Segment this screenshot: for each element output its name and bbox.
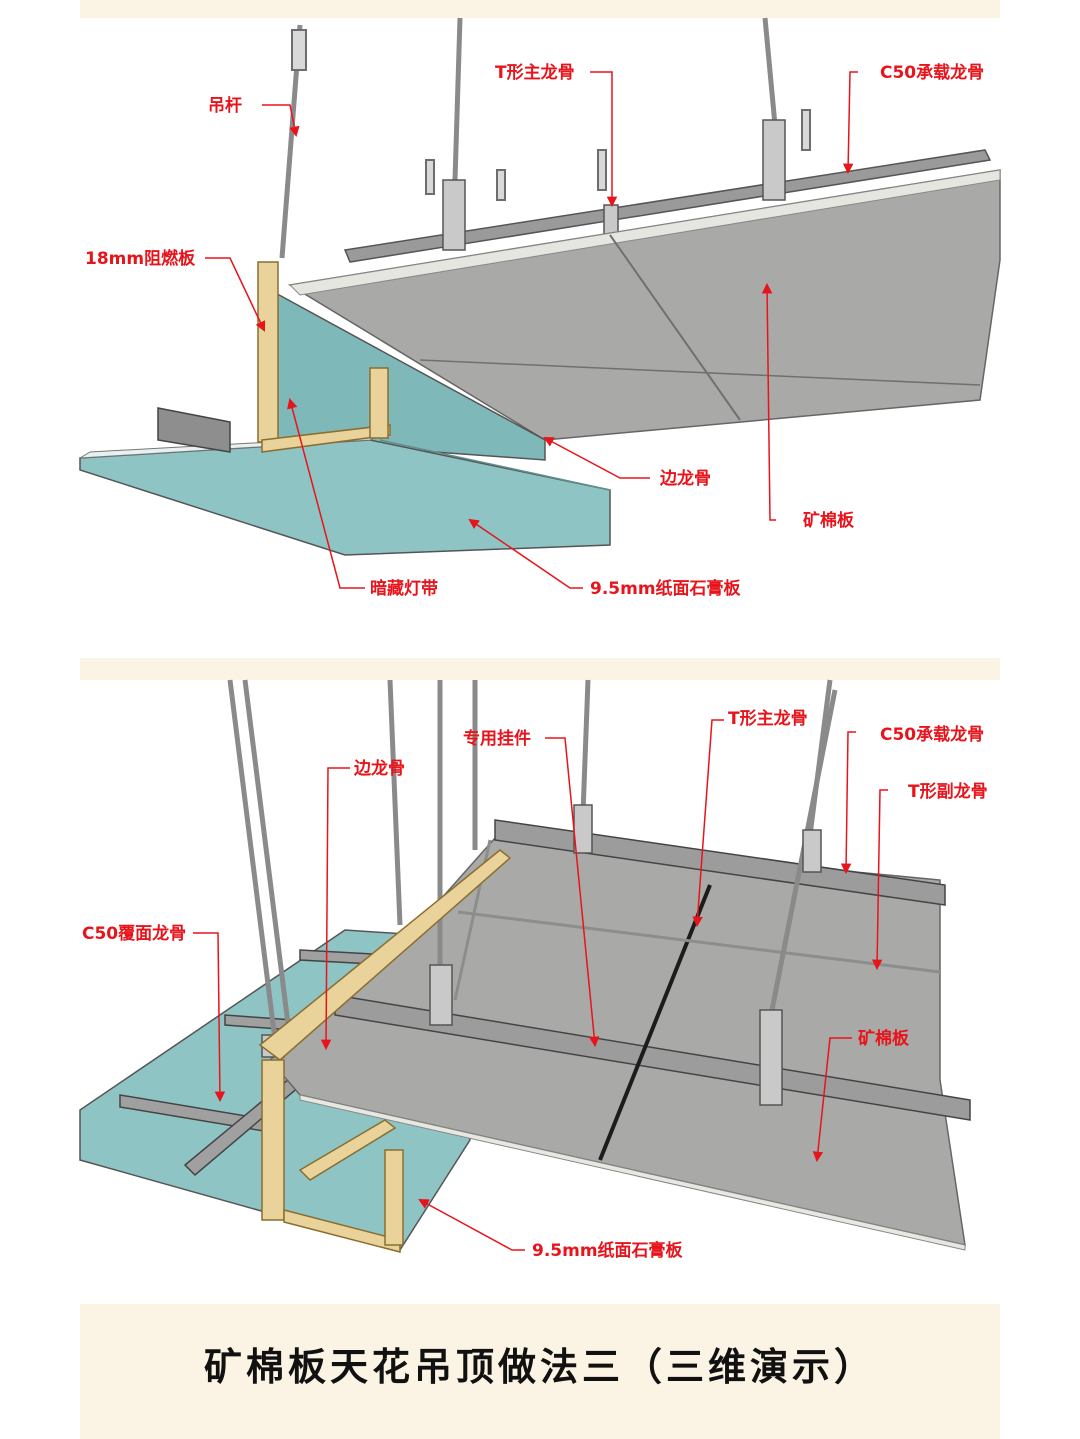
edge-keel-wood-2 — [258, 849, 512, 1253]
page-title: 矿棉板天花吊顶做法三（三维演示） — [203, 1345, 876, 1389]
t-main-keel-2 — [598, 884, 712, 1161]
panel-2-drawing: 专用挂件 T形主龙骨 C50承载龙骨 边龙骨 T形副龙骨 C50覆面龙骨 矿棉板… — [79, 658, 1000, 1285]
hanger-clips-1 — [442, 119, 786, 251]
label-c50-bearing-keel-1: C50承载龙骨 — [880, 62, 984, 83]
panel-1-top-band — [80, 0, 1000, 18]
label-t-main-keel-1: T形主龙骨 — [495, 62, 575, 83]
label-fire-board-1: 18mm阻燃板 — [85, 248, 196, 269]
label-gypsum-board-2: 9.5mm纸面石膏板 — [532, 1240, 684, 1261]
label-hidden-light-1: 暗藏灯带 — [370, 578, 438, 599]
label-mineral-board-1: 矿棉板 — [803, 510, 855, 531]
fire-board-1 — [257, 261, 391, 453]
c50-bearing-keels-2 — [334, 819, 971, 1121]
label-edge-keel-2: 边龙骨 — [353, 758, 405, 779]
label-hanger-rod-1: 吊杆 — [208, 96, 242, 116]
title-band: 矿棉板天花吊顶做法三（三维演示） — [80, 1304, 1000, 1439]
label-t-main-keel-2: T形主龙骨 — [728, 708, 808, 729]
label-t-sub-keel-2: T形副龙骨 — [908, 781, 988, 802]
anchors-1 — [291, 29, 811, 201]
label-c50-bearing-keel-2: C50承载龙骨 — [880, 724, 984, 745]
panel-2-top-band — [80, 658, 1000, 680]
panel-1-drawing: 吊杆 T形主龙骨 C50承载龙骨 18mm阻燃板 边龙骨 矿棉板 暗藏灯带 9.… — [79, 0, 1001, 618]
label-gypsum-board-1: 9.5mm纸面石膏板 — [590, 578, 742, 599]
label-mineral-board-2: 矿棉板 — [858, 1028, 910, 1049]
label-special-hanger-2: 专用挂件 — [463, 728, 531, 749]
ceiling-illustrations: 吊杆 T形主龙骨 C50承载龙骨 18mm阻燃板 边龙骨 矿棉板 暗藏灯带 9.… — [79, 0, 1001, 1285]
label-c50-cover-keel-2: C50覆面龙骨 — [82, 923, 186, 944]
label-edge-keel-1: 边龙骨 — [659, 468, 711, 489]
